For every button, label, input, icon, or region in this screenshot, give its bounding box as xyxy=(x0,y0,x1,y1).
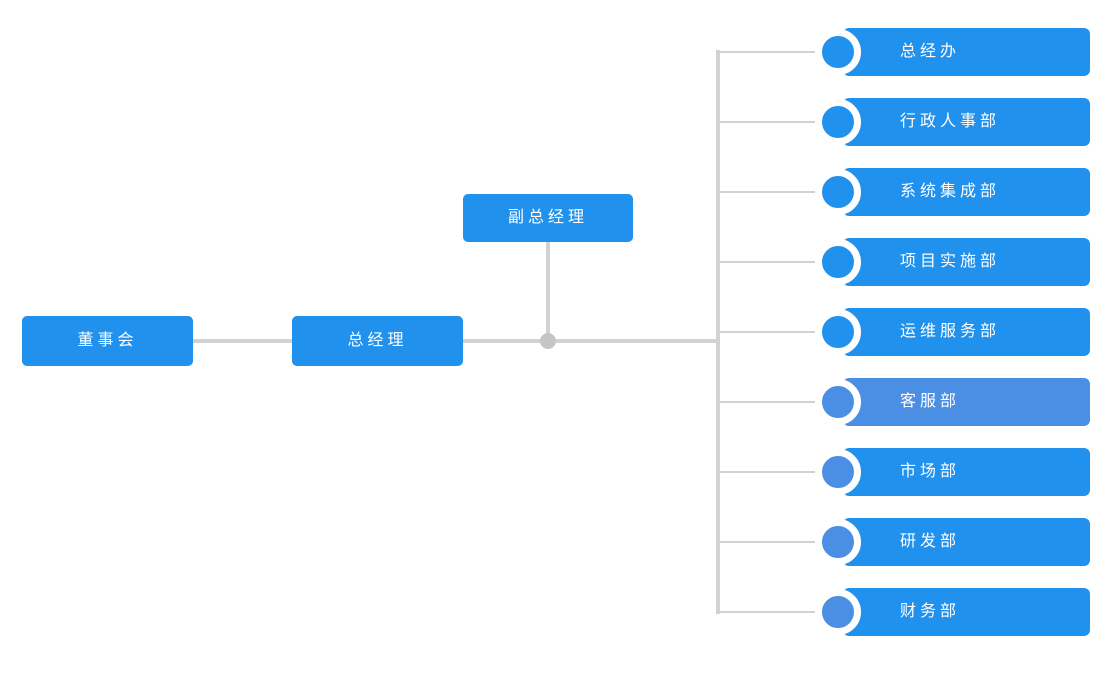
department-row: 行政人事部 xyxy=(718,98,1090,146)
node-department[interactable]: 行政人事部 xyxy=(843,98,1090,146)
department-row: 财务部 xyxy=(718,588,1090,636)
node-circle-icon xyxy=(815,169,861,215)
branch-line xyxy=(718,611,815,613)
department-row: 研发部 xyxy=(718,518,1090,566)
node-department[interactable]: 市场部 xyxy=(843,448,1090,496)
branch-line xyxy=(718,401,815,403)
branch-line xyxy=(718,191,815,193)
junction-dot xyxy=(540,333,556,349)
node-department[interactable]: 系统集成部 xyxy=(843,168,1090,216)
node-deputy-general-manager[interactable]: 副总经理 xyxy=(463,194,633,242)
branch-line xyxy=(718,541,815,543)
node-circle-icon xyxy=(815,99,861,145)
department-row: 市场部 xyxy=(718,448,1090,496)
department-row: 系统集成部 xyxy=(718,168,1090,216)
node-board-of-directors[interactable]: 董事会 xyxy=(22,316,193,366)
node-circle-icon xyxy=(815,29,861,75)
branch-line xyxy=(718,471,815,473)
node-circle-icon xyxy=(815,589,861,635)
connector-deputy-vertical xyxy=(546,242,550,341)
node-department[interactable]: 财务部 xyxy=(843,588,1090,636)
node-circle-icon xyxy=(815,449,861,495)
node-general-manager[interactable]: 总经理 xyxy=(292,316,463,366)
node-department[interactable]: 项目实施部 xyxy=(843,238,1090,286)
branch-line xyxy=(718,121,815,123)
department-row: 项目实施部 xyxy=(718,238,1090,286)
node-circle-icon xyxy=(815,519,861,565)
branch-line xyxy=(718,51,815,53)
branch-line xyxy=(718,261,815,263)
node-department[interactable]: 总经办 xyxy=(843,28,1090,76)
node-circle-icon xyxy=(815,309,861,355)
connector-gm-to-spine xyxy=(463,339,718,343)
department-row: 总经办 xyxy=(718,28,1090,76)
node-circle-icon xyxy=(815,239,861,285)
connector-board-to-gm xyxy=(193,339,292,343)
department-row: 运维服务部 xyxy=(718,308,1090,356)
node-department[interactable]: 运维服务部 xyxy=(843,308,1090,356)
branch-line xyxy=(718,331,815,333)
department-row: 客服部 xyxy=(718,378,1090,426)
node-department[interactable]: 研发部 xyxy=(843,518,1090,566)
node-department-highlighted[interactable]: 客服部 xyxy=(843,378,1090,426)
node-circle-icon xyxy=(815,379,861,425)
